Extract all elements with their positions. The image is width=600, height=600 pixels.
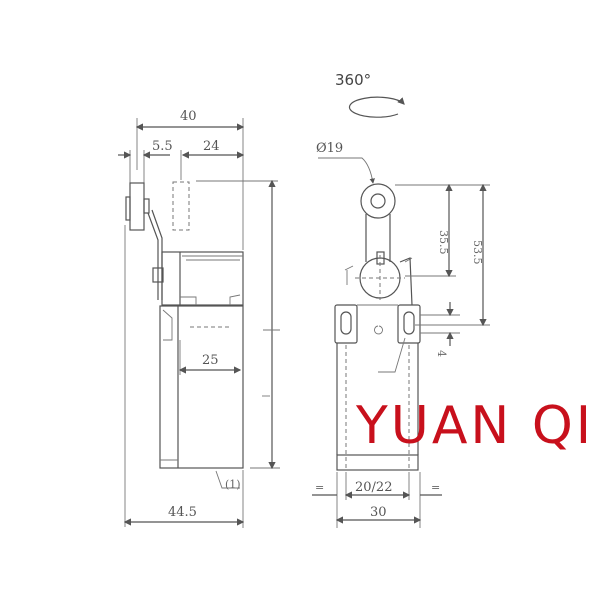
roller-front [360,183,396,219]
dim-53-5: 53.5 [471,240,484,265]
equal-right: = [431,481,440,494]
dim-4: 4 [435,350,448,357]
dim-24: 24 [203,139,220,154]
mount-ear-right [397,304,421,344]
roller-diameter: Ø19 [316,141,343,156]
body-base [336,454,419,471]
dim-44-5: 44.5 [168,505,197,520]
roller-alt-position [172,181,190,231]
dim-5-5: 5.5 [152,139,173,154]
equal-left: = [315,481,324,494]
callout-1: (1) [225,478,241,491]
right-view: 360° Ø19 35.5 53.5 [312,71,490,528]
dim-25: 25 [202,353,219,368]
rotation-label: 360° [335,71,371,89]
left-view: 40 5.5 24 25 (1) [118,109,280,528]
lever-arm [147,209,163,300]
switch-head [161,251,244,306]
roller-side [129,182,145,231]
dim-20-22: 20/22 [355,480,392,495]
rotation-arrow-icon [348,96,405,118]
switch-body [159,305,244,469]
watermark: YUAN QI [355,396,594,456]
dim-35-5: 35.5 [437,230,450,255]
dim-40: 40 [180,109,197,124]
mount-ear-left [334,304,358,344]
dim-30: 30 [370,505,387,520]
